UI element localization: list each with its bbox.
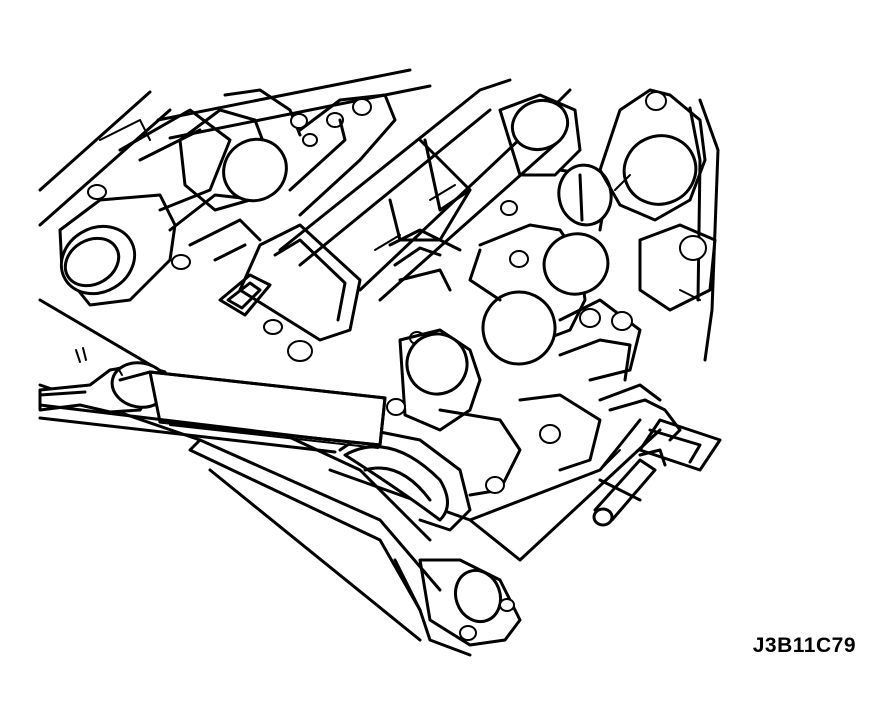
valve-area-lower bbox=[386, 328, 662, 497]
front-end-boss bbox=[393, 558, 522, 657]
dowel-pin bbox=[592, 398, 682, 527]
bolt-web-1 bbox=[288, 93, 397, 217]
cam-journal-center-upper bbox=[498, 93, 613, 232]
center-rib bbox=[278, 78, 572, 345]
casting-details bbox=[99, 119, 701, 471]
rear-cam-bearing bbox=[58, 108, 262, 307]
cam-journal-right-upper bbox=[598, 88, 717, 312]
spark-plug-well-1 bbox=[171, 218, 362, 362]
valve-lifters-center bbox=[468, 223, 642, 382]
feeler-bar bbox=[38, 403, 337, 454]
figure-id-label: J3B11C79 bbox=[752, 634, 856, 657]
cylinder-head-outline bbox=[38, 68, 722, 642]
cam-journal-rear bbox=[178, 88, 318, 212]
straightedge bbox=[148, 370, 387, 449]
